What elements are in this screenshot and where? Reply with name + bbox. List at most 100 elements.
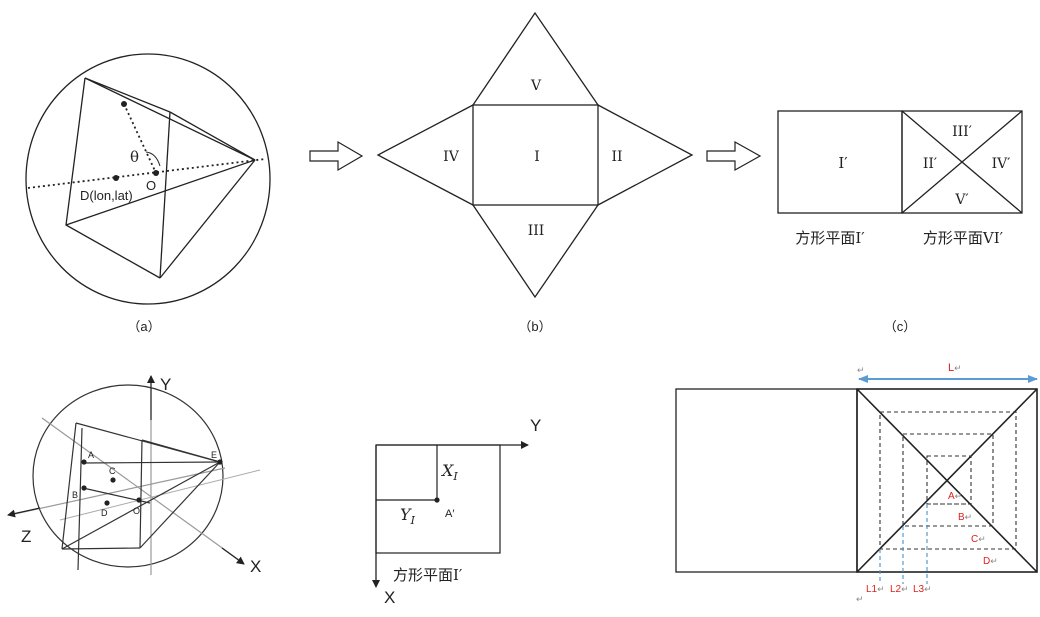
panel-a: θ O D(lon,lat) （a） xyxy=(25,53,271,334)
point-a xyxy=(81,459,87,465)
yi-main: Y xyxy=(400,505,412,524)
xi-main: X xyxy=(440,461,454,480)
pyramid-edge xyxy=(61,422,77,550)
caption-c: （c） xyxy=(884,319,917,334)
l1-label: L1↵ xyxy=(866,584,885,595)
face-iv-label: IV xyxy=(443,149,460,165)
a-text: A xyxy=(948,491,955,502)
a-label: A xyxy=(88,450,94,460)
panel-b: V IV I II III （b） xyxy=(376,11,694,334)
point-o xyxy=(153,170,159,176)
pyramid-edge xyxy=(84,77,171,113)
pyramid-edge xyxy=(169,111,256,161)
o-label: O xyxy=(146,178,156,193)
l-label: L↵ xyxy=(948,362,962,374)
return-mark: ↵ xyxy=(978,534,986,544)
face-i-prime: I′ xyxy=(838,154,848,172)
point-d xyxy=(113,175,119,181)
b-text: B xyxy=(958,512,965,523)
c-label: C xyxy=(109,466,116,476)
c-label: C↵ xyxy=(971,534,986,545)
b-label: B↵ xyxy=(958,512,972,523)
point-c xyxy=(110,477,116,483)
transform-arrow-2 xyxy=(706,140,762,172)
face-iv-triangle xyxy=(376,104,474,206)
d-label: D↵ xyxy=(983,556,998,567)
dashed-square-c xyxy=(902,433,994,527)
point-o xyxy=(136,497,142,503)
l-text: L xyxy=(948,362,954,374)
yi-label: YI xyxy=(400,505,416,527)
face-iii-triangle xyxy=(472,204,599,299)
face-ii-triangle xyxy=(597,104,694,206)
diagonal xyxy=(901,110,1023,214)
z-axis xyxy=(9,467,226,516)
face-ii-label: II xyxy=(611,149,622,165)
panel-d: A C B D O E Y Z X xyxy=(7,375,261,576)
d-label: D(lon,lat) xyxy=(80,188,133,203)
return-mark: ↵ xyxy=(954,363,962,373)
y-axis-label: Y xyxy=(530,416,541,435)
pyramid-edge xyxy=(61,547,141,550)
face-v-label: V xyxy=(530,78,542,94)
l3-text: L3 xyxy=(913,584,925,595)
return-mark: ↵ xyxy=(924,584,932,594)
point-e xyxy=(217,459,223,465)
l1-text: L1 xyxy=(866,584,878,595)
y-axis-label: Y xyxy=(160,375,171,394)
sphere-outline xyxy=(25,53,271,305)
theta-arc xyxy=(145,151,161,167)
xi-label: XI xyxy=(440,461,458,483)
point-top xyxy=(121,101,127,107)
face-i-square xyxy=(472,104,599,206)
panel-c: I′ III′ II′ IV′ V′ 方形平面I′ 方形平面VI′ （c） xyxy=(777,110,1023,334)
o-label: O xyxy=(133,506,140,516)
point-b xyxy=(81,485,87,491)
sphere-outline xyxy=(32,384,224,568)
point-d xyxy=(104,500,110,506)
l3-label: L3↵ xyxy=(913,584,932,595)
caption-a: （a） xyxy=(127,319,160,334)
transform-arrow-1 xyxy=(309,140,364,172)
yi-sub: I xyxy=(410,514,416,527)
x-axis-head xyxy=(221,547,245,565)
e-label: E xyxy=(211,450,217,460)
return-mark: ↵ xyxy=(856,594,864,604)
panel-e: Y X XI YI A′ 方形平面I′ xyxy=(372,416,541,607)
x-axis-label: X xyxy=(384,588,395,607)
dashed-square-d xyxy=(879,411,1017,550)
face-i-label: I xyxy=(534,149,540,165)
z-axis-head xyxy=(7,507,41,518)
x-axis xyxy=(41,417,244,564)
xi-sub: I xyxy=(452,470,458,483)
a-label: A↵ xyxy=(948,491,962,502)
pyramid-edge xyxy=(159,159,256,279)
b-label: B xyxy=(72,490,78,500)
plane-label: 方形平面I′ xyxy=(393,566,463,584)
pyramid-edge xyxy=(159,111,171,279)
pyramid-edge xyxy=(139,461,221,549)
return-mark: ↵ xyxy=(965,512,973,522)
left-square xyxy=(675,388,858,573)
caption-b: （b） xyxy=(518,319,551,334)
c-text: C xyxy=(971,534,978,545)
theta-line xyxy=(123,103,157,174)
pyramid-edge xyxy=(65,159,256,226)
pyramid-edge xyxy=(77,427,83,571)
a-prime-label: A′ xyxy=(445,508,454,520)
x-axis-label: X xyxy=(250,557,261,576)
d-label: D xyxy=(101,508,108,518)
z-axis-label: Z xyxy=(21,527,31,546)
label-plane-vi: 方形平面VI′ xyxy=(923,229,1004,247)
right-square xyxy=(856,388,1038,573)
square-plane-vi xyxy=(901,110,1023,214)
d-text: D xyxy=(983,556,990,567)
pyramid-edge xyxy=(82,461,221,464)
l2-text: L2 xyxy=(890,584,902,595)
return-mark: ↵ xyxy=(877,584,885,594)
return-mark: ↵ xyxy=(955,491,963,501)
return-mark: ↵ xyxy=(990,556,998,566)
face-iv-prime: IV′ xyxy=(992,156,1011,172)
pyramid-edge xyxy=(141,439,221,463)
